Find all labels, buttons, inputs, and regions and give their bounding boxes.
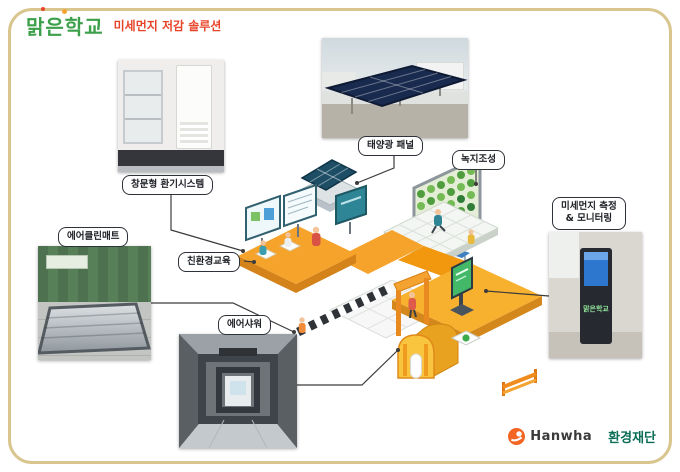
window-sill [118, 166, 224, 172]
label-window-vent: 창문형 환기시스템 [122, 175, 214, 196]
metal-mat [38, 302, 151, 355]
label-air-clean-mat: 에어클린매트 [58, 227, 129, 248]
logo-accent-dot-orange [62, 9, 67, 14]
page-title: 미세먼지 저감 솔루션 [113, 19, 222, 33]
tunnel-playhouse-illustration [397, 323, 459, 379]
campus-illustration [238, 154, 542, 396]
label-monitoring: 미세먼지 측정 & 모니터링 [552, 197, 626, 230]
air-shower-photo [179, 334, 297, 448]
solar-array [324, 64, 468, 114]
corridor [179, 334, 297, 448]
walking-person [298, 317, 306, 333]
footer-logos: Hanwha 환경재단 [508, 427, 656, 446]
monitoring-kiosk-illustration [450, 256, 474, 316]
logo-accent-dot-red [41, 7, 45, 11]
classroom-illustration [238, 183, 367, 293]
ground-sign-illustration [450, 330, 482, 346]
kiosk-screen [584, 252, 608, 286]
hall-window [549, 232, 579, 278]
fence-gate-illustration [502, 369, 537, 396]
hanwha-logo: Hanwha [508, 428, 592, 445]
kiosk-brand-text: 맑은학교 [583, 305, 609, 313]
hanwha-logo-icon [508, 428, 526, 445]
label-solar-panel: 태양광 패널 [358, 136, 424, 157]
monitoring-kiosk-photo: 맑은학교 [549, 232, 642, 358]
border-frame [8, 8, 672, 464]
window-lower-band [118, 150, 224, 166]
window-vent-photo [118, 60, 224, 172]
rooftop-floor [322, 104, 468, 138]
hanwha-logo-text: Hanwha [530, 429, 593, 444]
window [123, 70, 163, 144]
checker-path [296, 283, 392, 337]
clean-school-logo: 맑은학교 [26, 7, 104, 40]
header: 맑은학교 미세먼지 저감 솔루션 [26, 7, 222, 40]
air-clean-mat-photo [38, 246, 151, 360]
label-eco-education: 친환경교육 [178, 252, 240, 273]
label-air-shower: 에어샤워 [218, 315, 271, 336]
vent-grille [180, 122, 208, 144]
label-greenery: 녹지조성 [452, 150, 505, 171]
foundation-logo-text: 환경재단 [608, 431, 656, 446]
solar-panel-photo [322, 38, 468, 138]
wall-sign [46, 255, 88, 269]
logo-text: 맑은학교 [26, 15, 104, 39]
air-shower-gate-illustration [393, 270, 432, 336]
